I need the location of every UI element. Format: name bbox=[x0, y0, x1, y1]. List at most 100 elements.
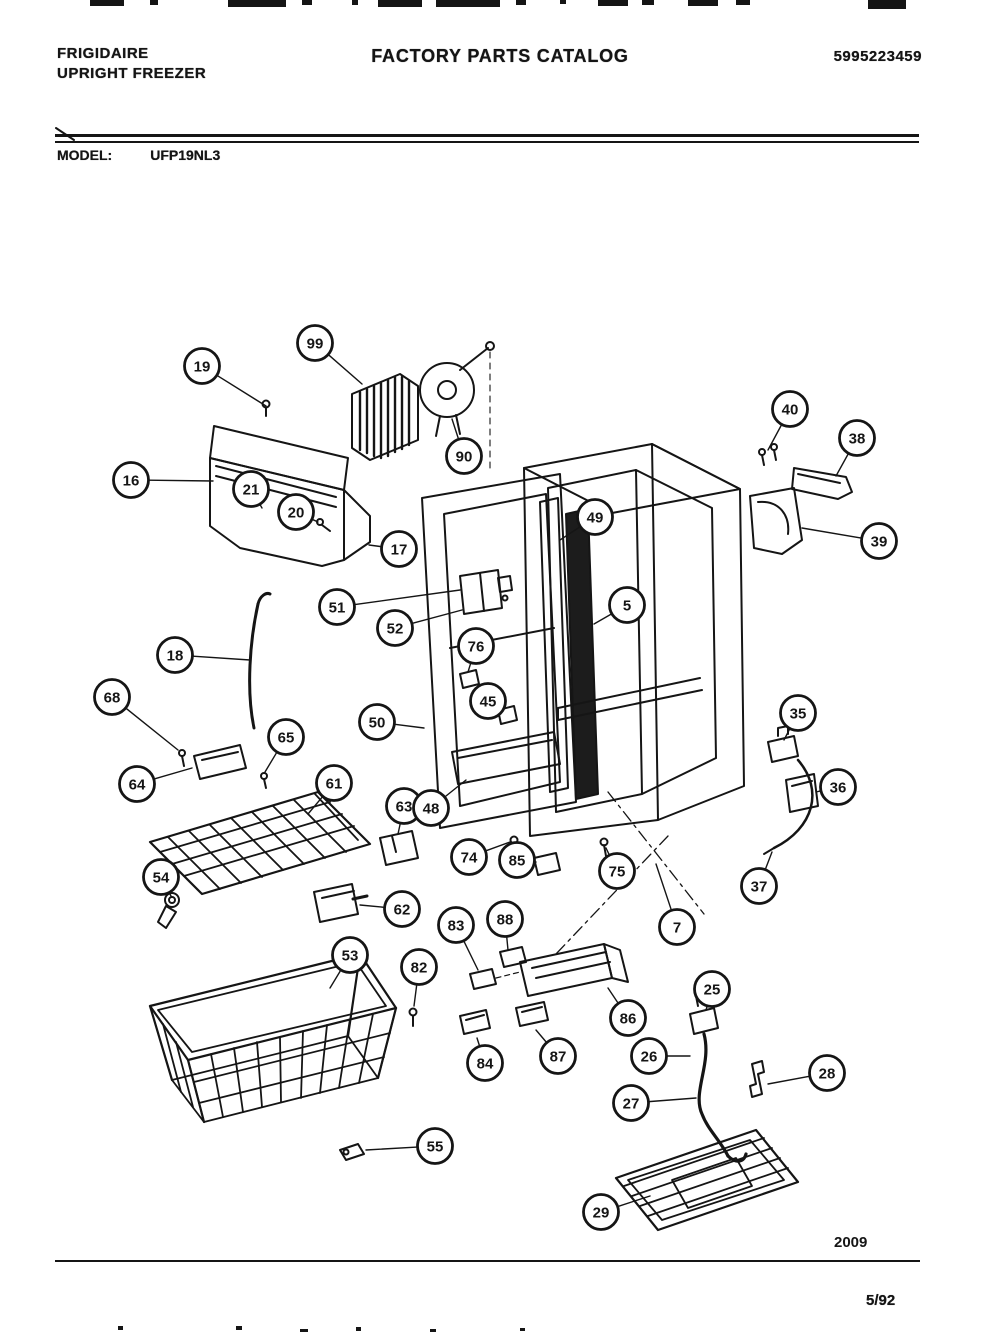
callout-65: 65 bbox=[264, 718, 305, 773]
brand-line2: UPRIGHT FREEZER bbox=[57, 64, 207, 82]
svg-text:54: 54 bbox=[153, 870, 170, 887]
svg-text:17: 17 bbox=[391, 542, 408, 559]
model-row: MODEL: UFP19NL3 bbox=[57, 147, 220, 163]
callout-26: 26 bbox=[630, 1037, 691, 1075]
fan-motor bbox=[419, 341, 495, 469]
door-bottom-pan bbox=[451, 731, 561, 785]
callout-64: 64 bbox=[118, 765, 193, 803]
callout-17: 17 bbox=[368, 530, 418, 568]
storage-basket bbox=[148, 952, 398, 1124]
callout-99: 99 bbox=[296, 324, 363, 385]
model-label: MODEL: bbox=[57, 147, 113, 163]
header-rule-thin bbox=[55, 141, 919, 143]
callout-86: 86 bbox=[607, 987, 647, 1037]
svg-text:36: 36 bbox=[830, 780, 847, 797]
callout-7: 7 bbox=[655, 863, 696, 946]
svg-text:75: 75 bbox=[609, 864, 626, 881]
svg-text:35: 35 bbox=[790, 706, 807, 723]
callout-18: 18 bbox=[156, 636, 251, 674]
callout-28: 28 bbox=[767, 1054, 846, 1092]
callout-38: 38 bbox=[835, 419, 876, 477]
callout-53: 53 bbox=[329, 936, 369, 989]
drain-tube bbox=[248, 592, 272, 730]
callout-63: 63 bbox=[385, 787, 423, 835]
light-switch-housing bbox=[459, 569, 503, 615]
callout-27: 27 bbox=[612, 1084, 697, 1122]
svg-text:21: 21 bbox=[243, 482, 260, 499]
callout-40: 40 bbox=[767, 390, 809, 451]
svg-text:38: 38 bbox=[849, 431, 866, 448]
svg-text:74: 74 bbox=[461, 850, 478, 867]
svg-text:18: 18 bbox=[167, 648, 184, 665]
svg-text:90: 90 bbox=[456, 449, 473, 466]
callout-76: 76 bbox=[457, 627, 495, 673]
callout-45: 45 bbox=[469, 682, 507, 720]
svg-text:48: 48 bbox=[423, 801, 440, 818]
callout-83: 83 bbox=[437, 906, 479, 971]
evaporator-shelf bbox=[148, 790, 372, 896]
breaker-strip bbox=[539, 497, 569, 793]
mullion-strip bbox=[565, 508, 599, 800]
callout-74: 74 bbox=[450, 838, 511, 876]
header-corner-tick bbox=[55, 127, 75, 141]
shelf-bracket bbox=[178, 744, 268, 789]
callout-68: 68 bbox=[93, 678, 179, 751]
callout-62: 62 bbox=[359, 890, 421, 928]
callout-19: 19 bbox=[183, 347, 267, 407]
callout-20: 20 bbox=[277, 493, 319, 531]
fan-shroud bbox=[351, 373, 419, 461]
callout-37: 37 bbox=[740, 851, 778, 905]
svg-text:5: 5 bbox=[623, 598, 631, 615]
callout-35: 35 bbox=[779, 694, 817, 741]
svg-text:45: 45 bbox=[480, 694, 497, 711]
svg-text:68: 68 bbox=[104, 690, 121, 707]
callout-48: 48 bbox=[412, 779, 467, 827]
cord-bracket bbox=[749, 1060, 765, 1098]
model-number: UFP19NL3 bbox=[150, 147, 221, 163]
svg-text:82: 82 bbox=[411, 960, 428, 977]
callout-52: 52 bbox=[376, 609, 463, 647]
door-liner bbox=[421, 473, 577, 829]
compressor-mat bbox=[614, 1128, 800, 1232]
svg-text:37: 37 bbox=[751, 879, 768, 896]
header-rule-thick bbox=[55, 134, 919, 137]
hinge-parts bbox=[749, 443, 853, 555]
hinge-cover bbox=[749, 487, 803, 555]
svg-text:25: 25 bbox=[704, 982, 721, 999]
svg-text:40: 40 bbox=[782, 402, 799, 419]
footer-rule bbox=[55, 1260, 920, 1262]
callout-84: 84 bbox=[466, 1037, 504, 1082]
hinge-arm bbox=[791, 467, 853, 500]
callout-5: 5 bbox=[593, 586, 646, 625]
plug bbox=[689, 1007, 719, 1035]
svg-text:83: 83 bbox=[448, 918, 465, 935]
callout-87: 87 bbox=[535, 1029, 577, 1075]
svg-text:84: 84 bbox=[477, 1056, 494, 1073]
callout-90: 90 bbox=[445, 418, 483, 475]
callout-55: 55 bbox=[365, 1127, 454, 1165]
callout-layer: 1999901621201751524954038391876686465504… bbox=[93, 324, 898, 1231]
callout-82: 82 bbox=[400, 948, 438, 1007]
callout-36: 36 bbox=[815, 768, 857, 806]
svg-text:65: 65 bbox=[278, 730, 295, 747]
tube-clamp bbox=[157, 892, 180, 929]
brand-line1: FRIGIDAIRE bbox=[57, 45, 149, 62]
publication-number: 5995223459 bbox=[833, 48, 922, 65]
callout-39: 39 bbox=[801, 522, 898, 560]
callout-50: 50 bbox=[358, 703, 425, 741]
svg-text:63: 63 bbox=[396, 799, 413, 816]
callout-25: 25 bbox=[693, 970, 731, 1011]
svg-text:27: 27 bbox=[623, 1096, 640, 1113]
svg-text:61: 61 bbox=[326, 776, 343, 793]
svg-text:50: 50 bbox=[369, 715, 386, 732]
svg-text:20: 20 bbox=[288, 505, 305, 522]
reference-lines bbox=[555, 791, 705, 955]
svg-text:53: 53 bbox=[342, 948, 359, 965]
capillary-tube bbox=[772, 758, 814, 850]
callout-61: 61 bbox=[307, 764, 353, 815]
callout-16: 16 bbox=[112, 461, 214, 499]
terminal-box bbox=[379, 830, 419, 866]
svg-text:86: 86 bbox=[620, 1011, 637, 1028]
svg-text:99: 99 bbox=[307, 336, 324, 353]
